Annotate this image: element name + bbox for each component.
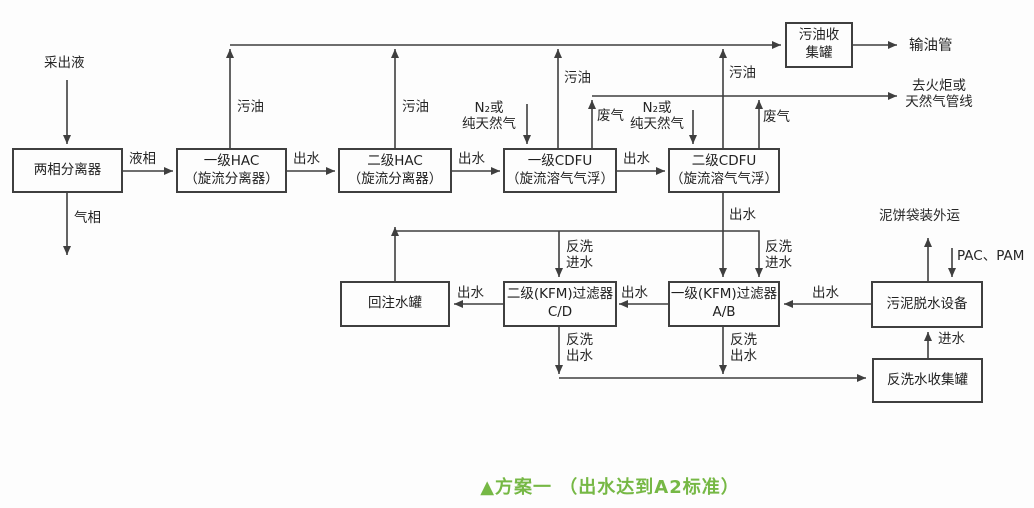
- label-gas-phase: 气相: [74, 210, 101, 226]
- node-backwash-collection-tank: 反洗水收集罐: [872, 358, 983, 403]
- label-backwash-in-cd: 反洗 进水: [566, 239, 593, 271]
- label-to-flare: 去火炬或 天然气管线: [905, 78, 973, 110]
- label-n2-cdfu1: N₂或 纯天然气: [462, 100, 516, 132]
- label-pac-pam: PAC、PAM: [957, 248, 1025, 264]
- label-feed: 采出液: [44, 55, 85, 71]
- label-waste-gas-cdfu1: 废气: [597, 108, 624, 124]
- figure-caption: ▲方案一 （出水达到A2标准）: [480, 477, 740, 498]
- wire-backwash-feed-header: [395, 230, 763, 277]
- label-inlet-water: 进水: [938, 331, 965, 347]
- node-hac2: 二级HAC （旋流分离器）: [338, 148, 452, 193]
- label-backwash-out-ab: 反洗 出水: [730, 332, 757, 364]
- label-oil-pipeline: 输油管: [909, 38, 953, 54]
- label-mud-cake: 泥饼袋装外运: [879, 208, 960, 224]
- label-liquid-phase: 液相: [129, 151, 156, 167]
- node-slop-oil-collection-tank: 污油收 集罐: [785, 22, 853, 68]
- label-outflow-cdfu1: 出水: [623, 151, 650, 167]
- label-slop-oil-hac1: 污油: [237, 99, 264, 115]
- label-backwash-out-cd: 反洗 出水: [566, 332, 593, 364]
- label-slop-oil-hac2: 污油: [402, 99, 429, 115]
- label-n2-cdfu2: N₂或 纯天然气: [630, 100, 684, 132]
- node-reinjection-water-tank: 回注水罐: [340, 281, 450, 327]
- node-two-phase-separator: 两相分离器: [12, 148, 123, 193]
- label-waste-gas-cdfu2: 废气: [763, 109, 790, 125]
- label-backwash-in-ab: 反洗 进水: [765, 239, 792, 271]
- label-outflow-cdfu2: 出水: [729, 207, 756, 223]
- label-outflow-hac2: 出水: [458, 151, 485, 167]
- label-outflow-sludge: 出水: [812, 285, 839, 301]
- node-sludge-dewatering: 污泥脱水设备: [871, 281, 983, 328]
- node-kfm2-filter: 二级(KFM)过滤器 C/D: [503, 281, 617, 327]
- label-slop-oil-cdfu2: 污油: [729, 65, 756, 81]
- label-outflow-kfm1: 出水: [621, 285, 648, 301]
- node-hac1: 一级HAC （旋流分离器）: [176, 148, 287, 193]
- label-outflow-kfm2: 出水: [457, 285, 484, 301]
- label-slop-oil-cdfu1: 污油: [564, 70, 591, 86]
- node-cdfu1: 一级CDFU （旋流溶气气浮）: [503, 148, 617, 193]
- node-cdfu2: 二级CDFU （旋流溶气气浮）: [668, 148, 780, 193]
- label-outflow-hac1: 出水: [293, 151, 320, 167]
- node-kfm1-filter: 一级(KFM)过滤器 A/B: [668, 281, 780, 327]
